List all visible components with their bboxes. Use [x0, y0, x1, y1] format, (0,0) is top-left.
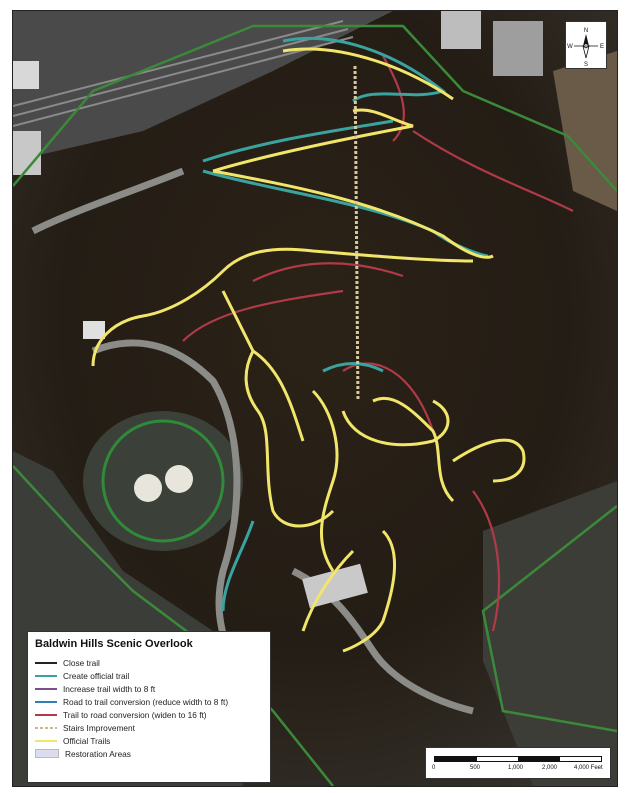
legend-label: Stairs Improvement: [63, 722, 135, 733]
compass-n: N: [584, 28, 588, 34]
legend-swatch: [35, 660, 57, 666]
legend-label: Official Trails: [63, 735, 111, 746]
road: [31, 167, 246, 674]
legend-swatch: [35, 738, 57, 744]
legend-swatch: [35, 749, 59, 758]
oil-field-area: [83, 411, 243, 551]
scale-label: 1,000: [508, 765, 524, 771]
legend-swatch: [35, 699, 57, 705]
oil-tank: [165, 465, 193, 493]
legend-label: Close trail: [63, 657, 100, 668]
legend-item: Create official trail: [35, 669, 263, 682]
official-trail-segments: [91, 47, 526, 653]
legend-label: Increase trail width to 8 ft: [63, 683, 156, 694]
legend-item: Restoration Areas: [35, 747, 263, 760]
tank-boundary: [101, 419, 225, 543]
scale-label: 4,000 Feet: [574, 765, 603, 771]
building: [441, 11, 481, 49]
compass-s: S: [584, 62, 588, 68]
compass-w: W: [567, 44, 573, 50]
park-boundary: [13, 24, 617, 786]
map-frame[interactable]: N S W E Baldwin Hills Scenic Overlook Cl…: [12, 10, 618, 787]
legend-label: Restoration Areas: [65, 748, 131, 759]
building: [13, 61, 39, 89]
scale-label: 2,000: [542, 765, 558, 771]
map-legend: Baldwin Hills Scenic Overlook Close trai…: [27, 631, 271, 783]
compass-needle-south-icon: [582, 45, 590, 59]
building: [83, 321, 105, 339]
legend-item: Increase trail width to 8 ft: [35, 682, 263, 695]
legend-swatch: [35, 712, 57, 718]
legend-swatch: [35, 686, 57, 692]
legend-swatch: [35, 673, 57, 679]
stairs-improvement: [353, 65, 360, 402]
urban-area-east: [553, 51, 617, 211]
building: [493, 21, 543, 76]
legend-label: Road to trail conversion (reduce width t…: [63, 696, 229, 707]
scale-bar: 0 500 1,000 2,000 4,000 Feet: [425, 747, 611, 779]
legend-swatch: [35, 725, 57, 731]
legend-item: Close trail: [35, 656, 263, 669]
compass-needle-north-icon: [583, 34, 589, 46]
scale-ticks: [434, 756, 602, 762]
legend-item: Stairs Improvement: [35, 721, 263, 734]
legend-item: Trail to road conversion (widen to 16 ft…: [35, 708, 263, 721]
create-official-trail-segments: [202, 37, 489, 612]
rail-lines: [13, 20, 354, 127]
scale-label: 0: [432, 765, 436, 771]
oil-tank: [134, 474, 162, 502]
urban-area-southeast: [483, 481, 617, 786]
scale-label: 500: [470, 765, 481, 771]
legend-label: Trail to road conversion (widen to 16 ft…: [63, 709, 207, 720]
north-arrow: N S W E: [565, 21, 607, 69]
compass-e: E: [600, 44, 604, 50]
legend-label: Create official trail: [63, 670, 130, 681]
legend-item: Official Trails: [35, 734, 263, 747]
legend-item: Road to trail conversion (reduce width t…: [35, 695, 263, 708]
legend-title: Baldwin Hills Scenic Overlook: [35, 638, 193, 650]
